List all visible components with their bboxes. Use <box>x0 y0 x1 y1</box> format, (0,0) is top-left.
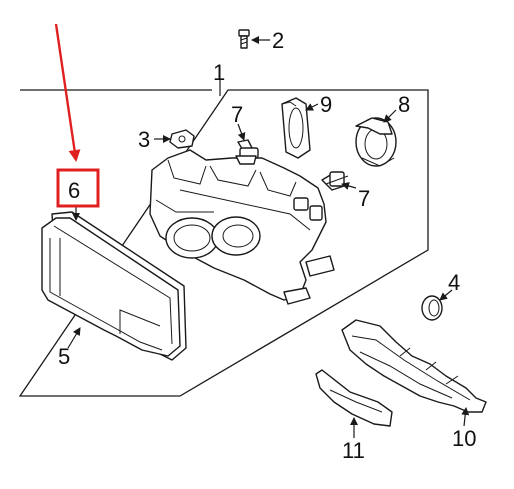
callout-8: 8 <box>398 92 410 117</box>
leader-4 <box>439 289 453 301</box>
callout-1: 1 <box>213 60 225 85</box>
leader-10 <box>461 407 470 427</box>
reflector-high-beam <box>211 216 261 256</box>
headlamp-lens <box>41 211 187 361</box>
trim-strip <box>315 369 393 427</box>
housing-connector <box>305 255 335 277</box>
callout-11: 11 <box>342 438 365 463</box>
lens-body <box>41 217 181 357</box>
mounting-screw <box>238 29 250 49</box>
callout-3: 3 <box>138 127 150 152</box>
bulb-ring-adapter <box>355 117 397 167</box>
leader-9 <box>305 103 319 111</box>
leader-7a <box>237 123 246 141</box>
bulb-upper <box>235 139 259 165</box>
adjuster-cap <box>421 295 443 321</box>
adjuster-right <box>309 205 323 221</box>
callout-7-lower: 7 <box>358 186 370 211</box>
callout-10: 10 <box>452 426 476 451</box>
mounting-bracket <box>341 319 487 413</box>
callout-4: 4 <box>448 270 460 295</box>
callout-2: 2 <box>272 28 284 53</box>
assembly-frame <box>18 89 429 397</box>
leader-5 <box>67 327 81 349</box>
adjuster-left <box>293 197 309 211</box>
leader-8 <box>383 109 397 123</box>
highlight-arrow <box>54 23 81 162</box>
leader-7b <box>341 182 357 190</box>
callout-9: 9 <box>320 92 332 117</box>
retaining-clip <box>169 129 195 149</box>
dust-cover <box>281 97 311 159</box>
callout-7-upper: 7 <box>231 102 243 127</box>
highlight-box <box>56 168 100 208</box>
callout-6: 6 <box>68 178 80 203</box>
callout-5: 5 <box>58 344 70 369</box>
headlamp-housing <box>149 149 335 305</box>
bulb-lower <box>321 171 349 191</box>
